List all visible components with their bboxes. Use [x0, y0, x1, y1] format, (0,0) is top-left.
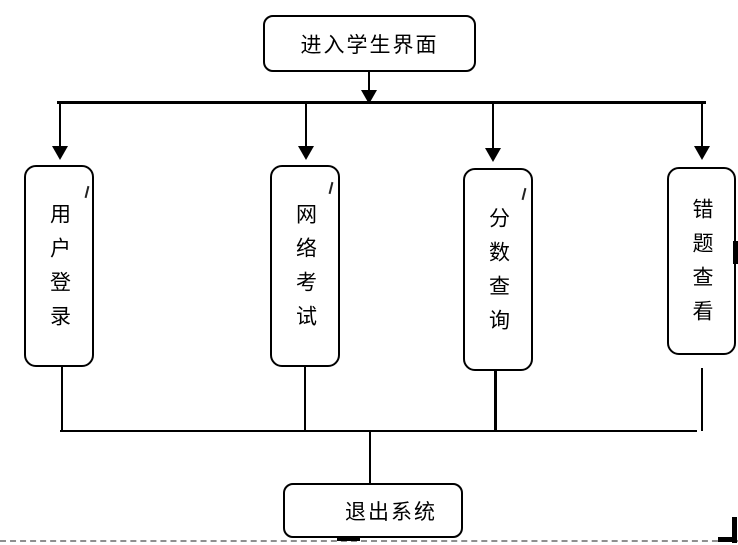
corner-crop-mark-horizontal [718, 537, 737, 542]
connector-to-exit [369, 432, 371, 483]
connector-wrong-question-review [701, 368, 703, 431]
page-break-dashed-line [0, 540, 738, 542]
node-enter-student-interface: 进入学生界面 [263, 15, 476, 72]
connector-user-login [61, 367, 63, 432]
arrow-to-score-query-head [485, 148, 501, 162]
arrow-to-online-exam-stem [305, 104, 307, 146]
node-user-login-label: 用户登录 [47, 203, 72, 339]
arrow-to-user-login-head [52, 146, 68, 160]
connector-online-exam [304, 367, 306, 432]
arrow-root-stem [368, 72, 370, 90]
collector-line [60, 430, 697, 432]
arrow-to-user-login-stem [59, 104, 61, 146]
branch-line [57, 101, 706, 104]
node-user-login: 用户登录 [24, 165, 94, 367]
corner-crop-mark-vertical [732, 517, 737, 543]
node-wrong-question-review: 错题查看 [667, 167, 736, 355]
node-enter-student-interface-label: 进入学生界面 [300, 32, 439, 57]
right-edge-artifact-bar [733, 241, 738, 264]
node-exit-system-label: 退出系统 [345, 499, 437, 524]
arrow-to-wrong-question-review-stem [701, 104, 703, 146]
node-online-exam-label: 网络考试 [293, 203, 318, 339]
node-wrong-question-review-label: 错题查看 [690, 198, 714, 334]
node-exit-system: 退出系统 [283, 483, 463, 538]
node-online-exam: 网络考试 [270, 165, 340, 367]
arrow-to-score-query-stem [492, 104, 494, 148]
arrow-root-head [361, 90, 377, 104]
node-score-query-label: 分数查询 [486, 206, 511, 343]
arrow-to-online-exam-head [298, 146, 314, 160]
arrow-to-wrong-question-review-head [694, 146, 710, 160]
node-score-query: 分数查询 [463, 168, 533, 371]
connector-score-query [494, 371, 497, 432]
bottom-border-thick-mark [337, 536, 360, 541]
